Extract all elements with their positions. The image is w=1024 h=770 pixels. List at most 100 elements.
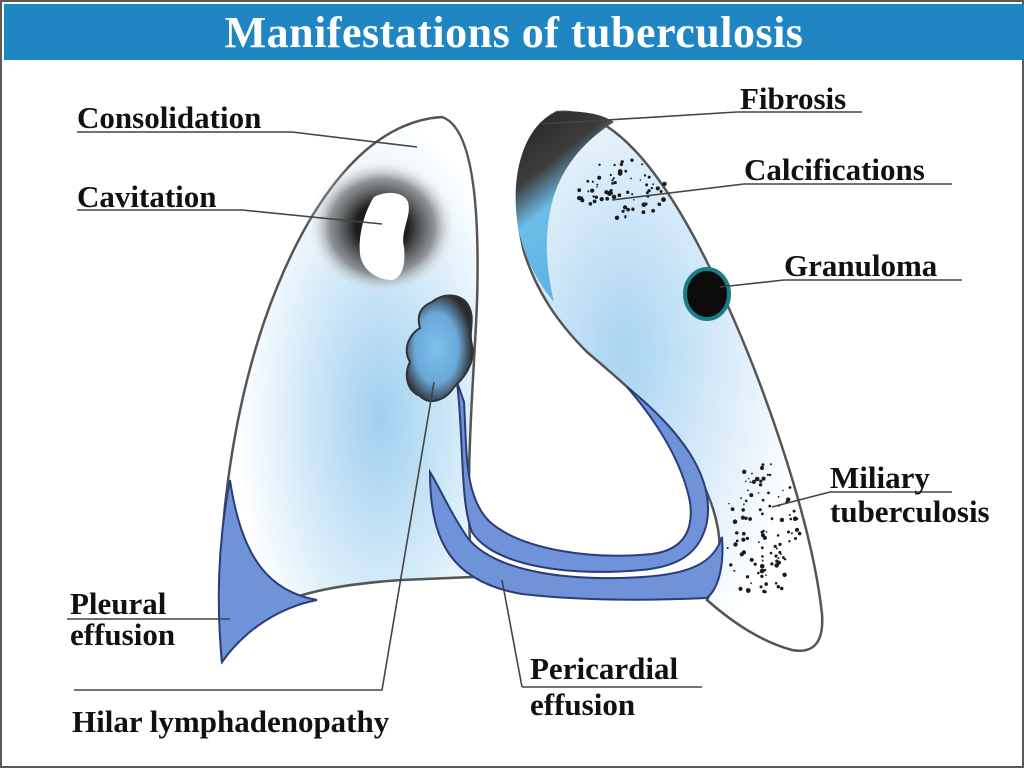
- miliary-dot: [776, 534, 780, 537]
- miliary-dot: [782, 572, 787, 577]
- miliary-dot: [792, 509, 796, 513]
- calcification-dot: [644, 202, 648, 206]
- label-cavitation: Cavitation: [77, 179, 217, 214]
- calcification-dot: [591, 180, 594, 183]
- calcification-dot: [613, 163, 616, 167]
- calcification-dot: [651, 208, 655, 213]
- miliary-dot: [762, 589, 766, 594]
- calcification-dot: [592, 199, 597, 204]
- calcification-dot: [611, 194, 617, 200]
- calcification-dot: [645, 183, 649, 187]
- miliary-dots: [726, 463, 802, 594]
- miliary-dot: [753, 562, 757, 566]
- calcification-dot: [630, 177, 632, 180]
- miliary-dot: [787, 530, 790, 534]
- miliary-leader: [771, 491, 952, 508]
- granuloma-leader: [719, 279, 962, 288]
- calcification-dot: [586, 179, 590, 183]
- miliary-dot: [728, 502, 730, 505]
- calcification-dot: [599, 197, 604, 202]
- calcifications-leader: [611, 183, 952, 201]
- miliary-dot: [749, 481, 752, 484]
- miliary-dot: [742, 531, 746, 536]
- granuloma: [683, 267, 731, 321]
- label-fibrosis: Fibrosis: [740, 81, 846, 116]
- miliary-dot: [774, 564, 777, 567]
- miliary-dot: [779, 517, 785, 523]
- calcification-dot: [622, 205, 628, 210]
- calcification-dot: [598, 163, 601, 166]
- miliary-dot: [797, 531, 802, 536]
- miliary-dot: [730, 507, 735, 511]
- miliary-dot: [790, 532, 793, 535]
- miliary-dot: [733, 542, 738, 547]
- calcification-dot: [641, 163, 644, 166]
- miliary-dot: [742, 469, 747, 474]
- label-miliary-2: tuberculosis: [830, 494, 990, 529]
- calcification-dot: [631, 207, 635, 211]
- miliary-dot: [745, 575, 750, 579]
- miliary-dot: [754, 476, 760, 482]
- miliary-dot: [758, 541, 760, 544]
- miliary-dot: [769, 463, 772, 466]
- calcification-dot: [590, 188, 595, 193]
- miliary-dot: [781, 556, 785, 559]
- miliary-dot: [761, 555, 764, 558]
- miliary-dot: [774, 554, 778, 558]
- miliary-dot: [745, 536, 750, 541]
- miliary-dot: [744, 499, 748, 503]
- calcification-dot: [624, 216, 627, 219]
- calcification-dot: [588, 202, 593, 206]
- miliary-dot: [758, 508, 762, 512]
- miliary-dot: [788, 540, 791, 543]
- miliary-dot: [757, 492, 760, 494]
- miliary-dot: [749, 493, 754, 498]
- miliary-dot: [759, 564, 765, 569]
- calcification-dot: [633, 199, 635, 201]
- cavitation-leader: [77, 209, 383, 225]
- pericardial-effusion-lower: [428, 468, 724, 601]
- miliary-dot: [747, 489, 749, 492]
- calcification-dot: [620, 160, 624, 164]
- miliary-dot: [780, 553, 782, 555]
- calcification-dot: [580, 198, 585, 203]
- calcification-dot: [617, 193, 622, 197]
- miliary-dot: [740, 515, 746, 520]
- miliary-dot: [741, 508, 745, 512]
- miliary-dot: [777, 557, 780, 560]
- calcification-dot: [609, 173, 612, 177]
- calcification-dot: [613, 181, 617, 185]
- calcification-dot: [577, 195, 582, 201]
- calcification-dot: [661, 197, 666, 203]
- hilar-lymph-node: [405, 294, 474, 402]
- miliary-dot: [751, 479, 757, 484]
- right-lung: [515, 110, 824, 652]
- calcification-dot: [619, 162, 624, 167]
- calcification-dots: [577, 158, 667, 220]
- calcification-dot: [659, 190, 663, 193]
- calcification-dot: [605, 196, 610, 201]
- miliary-dot: [758, 483, 763, 487]
- calcification-dot: [631, 193, 634, 196]
- calcification-dot: [626, 207, 630, 212]
- label-miliary-1: Miliary: [830, 460, 930, 495]
- miliary-dot: [759, 585, 763, 589]
- calcification-dot: [626, 190, 630, 194]
- pericardial-effusion: [456, 381, 709, 573]
- calcification-dot: [612, 177, 615, 180]
- miliary-dot: [750, 582, 752, 584]
- calcification-dot: [630, 158, 634, 162]
- miliary-dot: [777, 496, 780, 498]
- miliary-dot: [740, 497, 742, 499]
- miliary-dot: [761, 476, 766, 481]
- calcification-dot: [617, 169, 623, 174]
- miliary-dot: [732, 519, 738, 524]
- miliary-dot: [759, 568, 765, 574]
- miliary-dot: [735, 539, 739, 543]
- calcification-dot: [596, 183, 599, 186]
- calcification-dot: [577, 188, 582, 193]
- label-pericardial-2: effusion: [530, 687, 635, 722]
- miliary-dot: [788, 513, 791, 516]
- calcification-dot: [592, 195, 595, 198]
